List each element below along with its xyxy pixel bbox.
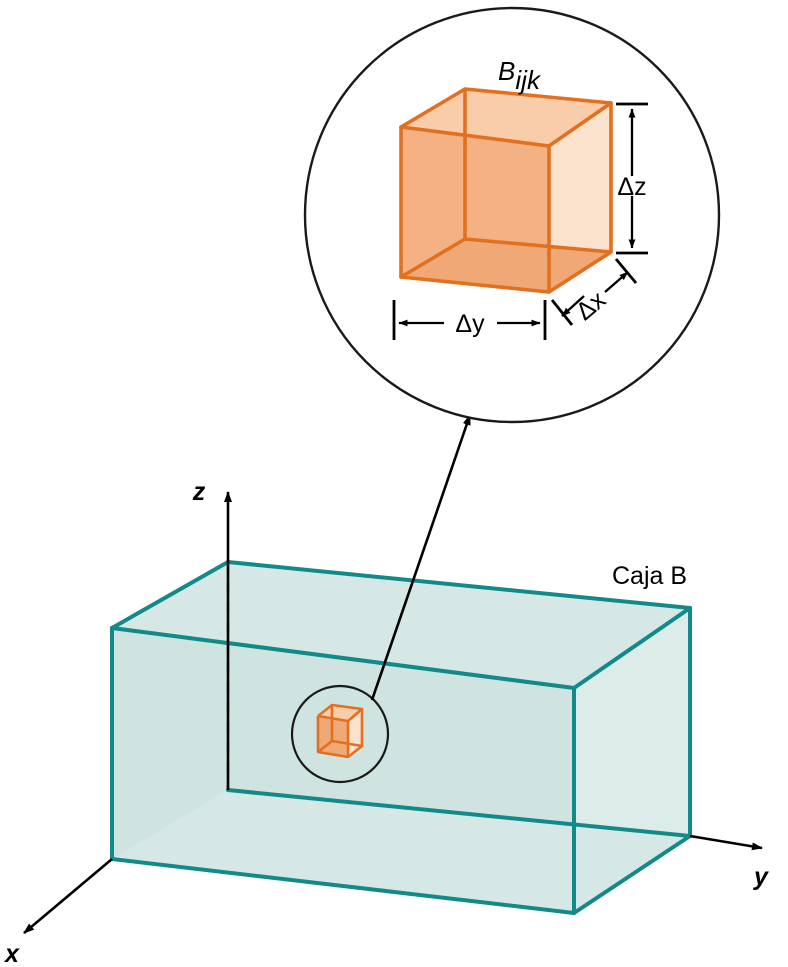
delta-z-label: Δz (617, 173, 646, 201)
large-box (110, 560, 692, 915)
box-edge-bottom-back (226, 788, 692, 838)
box-edge-bottom-front (110, 834, 692, 915)
small-cell-group (290, 684, 390, 784)
axis-z-label: z (192, 478, 206, 506)
delta-y-label: Δy (455, 310, 485, 338)
delta-x-tick-far (614, 258, 638, 284)
cell-label-subscript: ijk (515, 65, 542, 95)
magnified-cell (399, 87, 613, 294)
cell-face-right (549, 103, 611, 292)
box-face-top (112, 562, 690, 688)
cell-face-top (401, 89, 611, 146)
dimension-delta-z: Δz (616, 102, 648, 255)
delta-x-arrow-far (604, 271, 629, 293)
axes: z y x (3, 478, 769, 967)
box-face-bottom (112, 790, 690, 913)
delta-x-arrow-near (561, 295, 585, 317)
box-label: Caja B (612, 562, 687, 590)
axis-x-label: x (3, 940, 20, 967)
cell-label: Bijk (498, 56, 542, 95)
cell-edge-back-bottom (463, 237, 613, 254)
axis-y-label: y (752, 863, 769, 891)
box-label-text: Caja B (612, 562, 687, 590)
axis-y-line (689, 834, 763, 851)
cell-face-bottom (401, 239, 611, 292)
dimension-delta-y: Δy (392, 300, 547, 340)
cell-label-base: B (498, 56, 515, 86)
small-magnifier-circle (290, 684, 390, 784)
axis-x-line (23, 858, 113, 934)
small-cell-cube (316, 703, 364, 759)
magnifier-leader-arrow (370, 414, 472, 701)
